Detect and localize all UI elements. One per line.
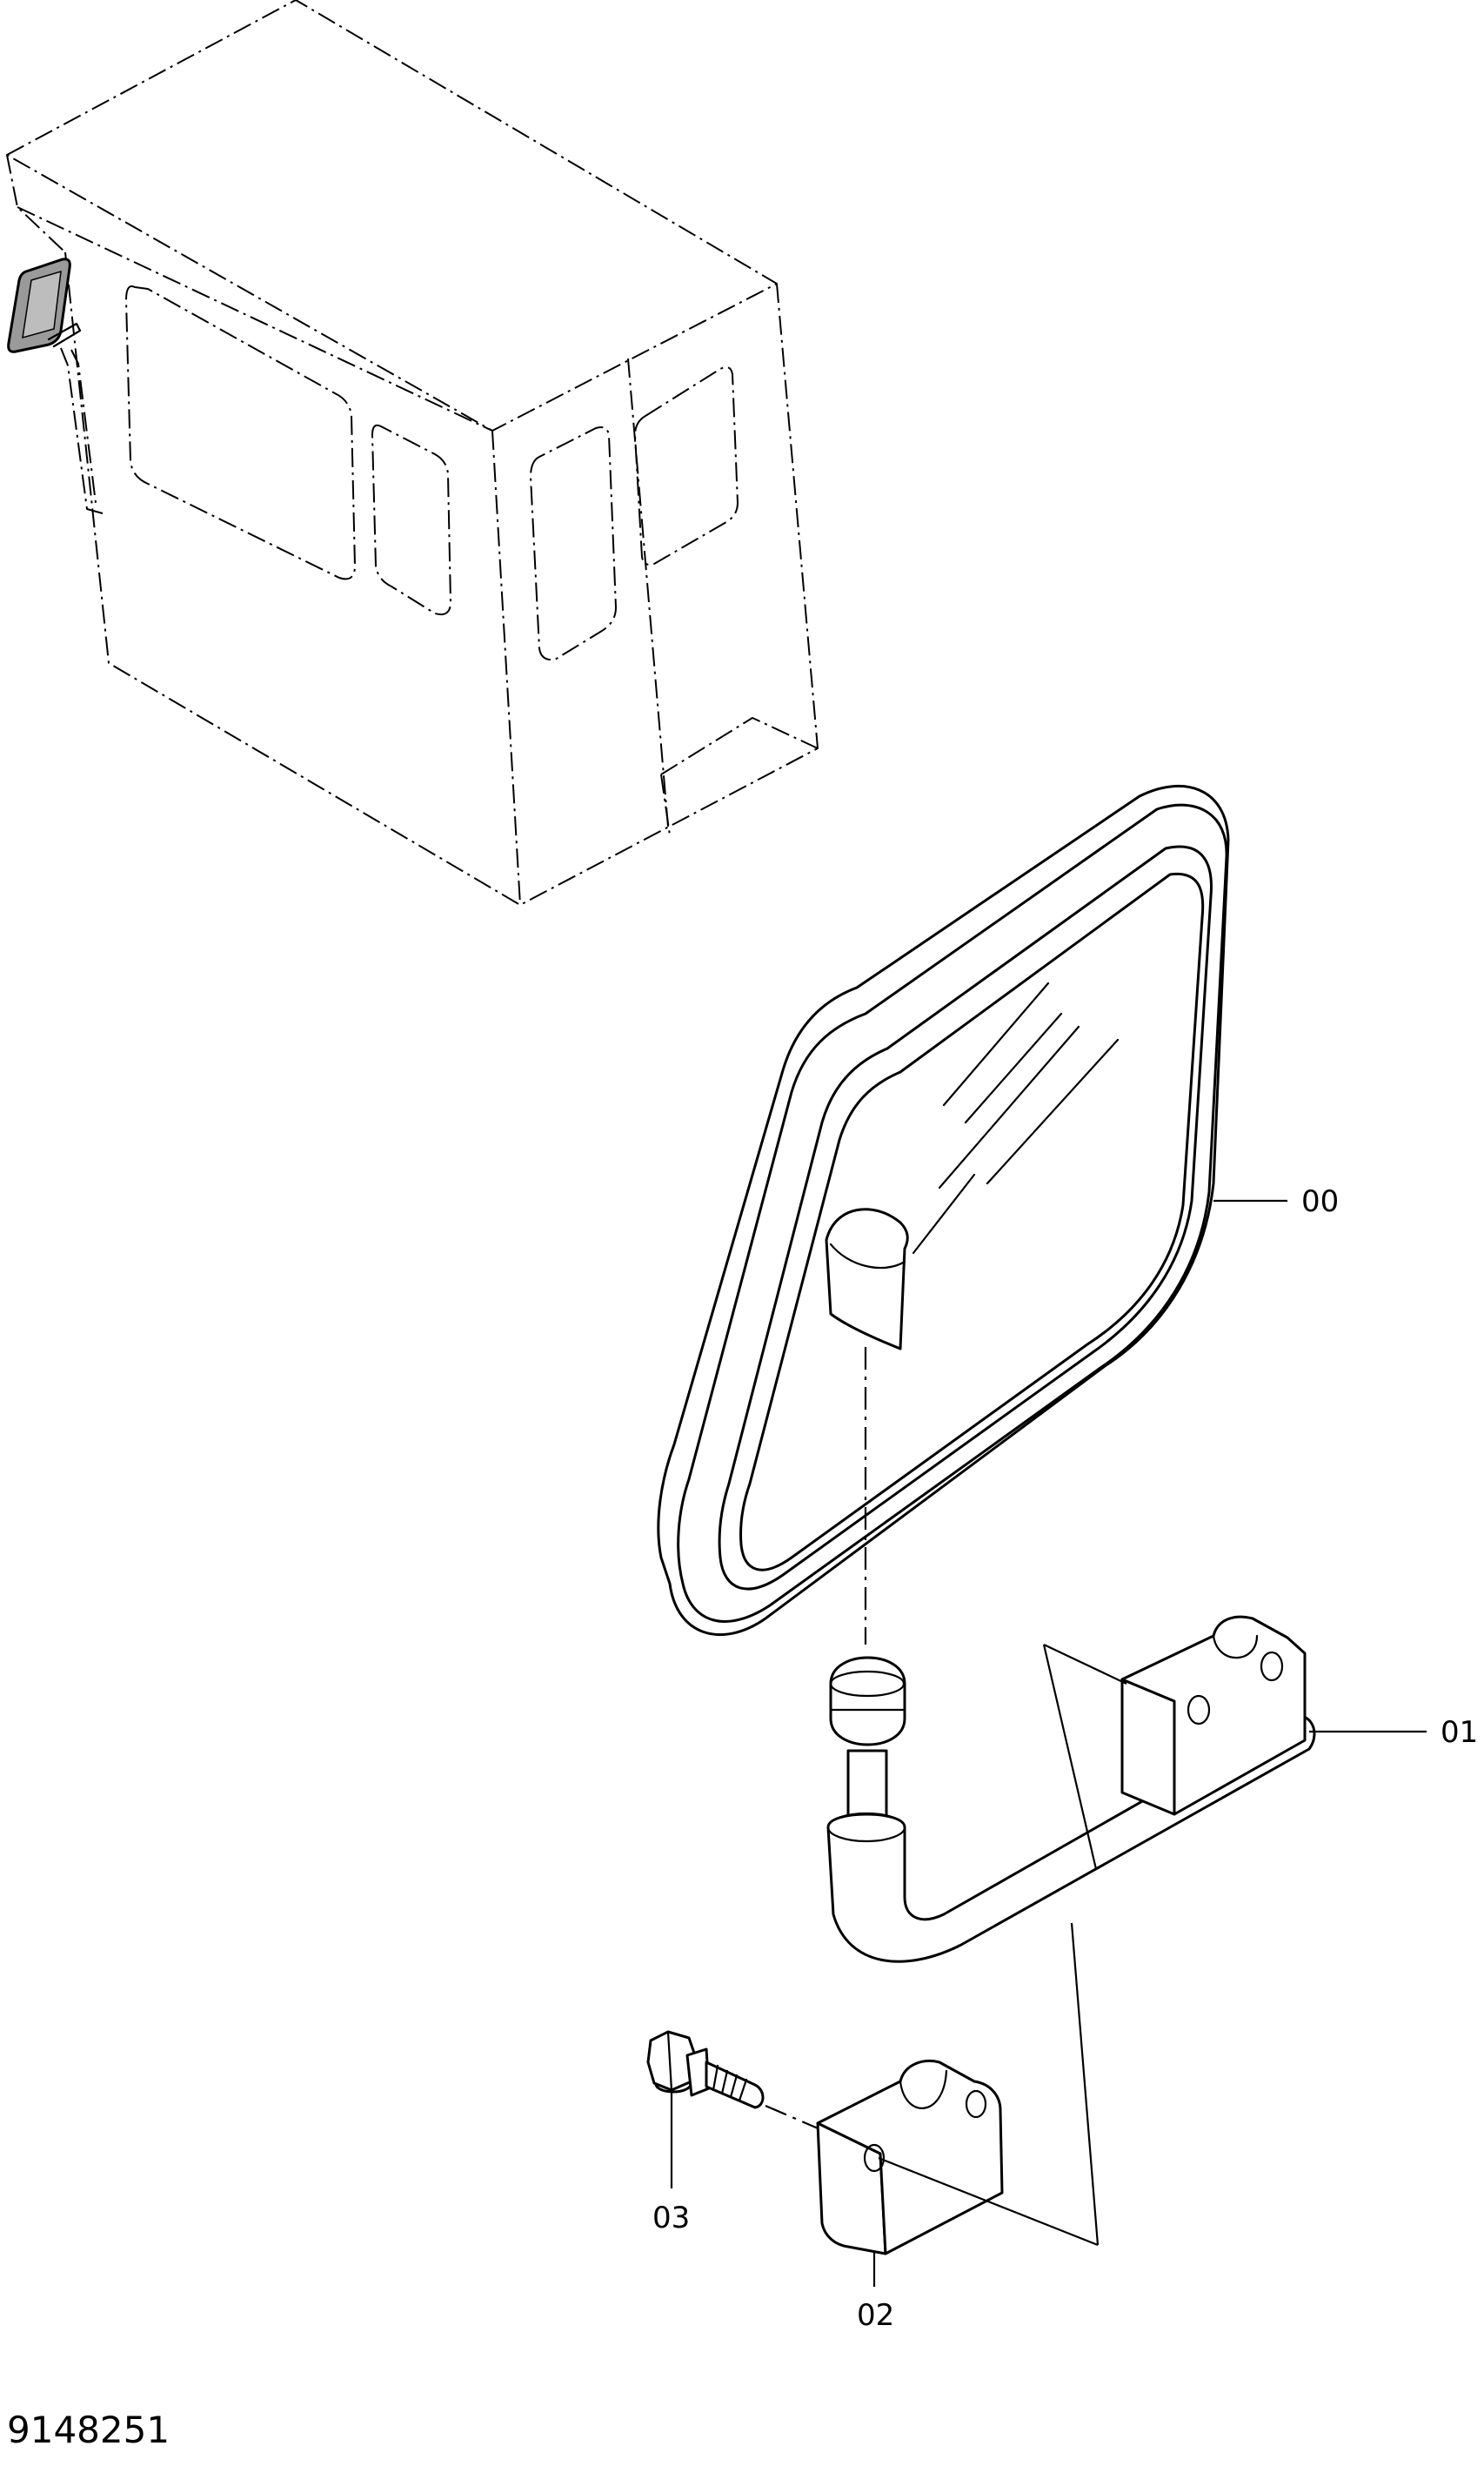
callout-00-label: 00 <box>1301 1184 1339 1219</box>
mirror-part: 00 <box>657 784 1339 1637</box>
mounting-guide-line <box>1070 1922 1100 2246</box>
drawing-number: 9148251 <box>7 2409 170 2451</box>
stay-part: 01 <box>826 1615 1478 1963</box>
bolt-part: 03 <box>646 2030 823 2235</box>
clamp-part: 02 <box>816 2060 1099 2333</box>
cab-phantom-view <box>6 0 819 906</box>
callout-03-label: 03 <box>652 2201 690 2235</box>
callout-01-label: 01 <box>1441 1715 1478 1750</box>
callout-02-label: 02 <box>857 2298 894 2333</box>
